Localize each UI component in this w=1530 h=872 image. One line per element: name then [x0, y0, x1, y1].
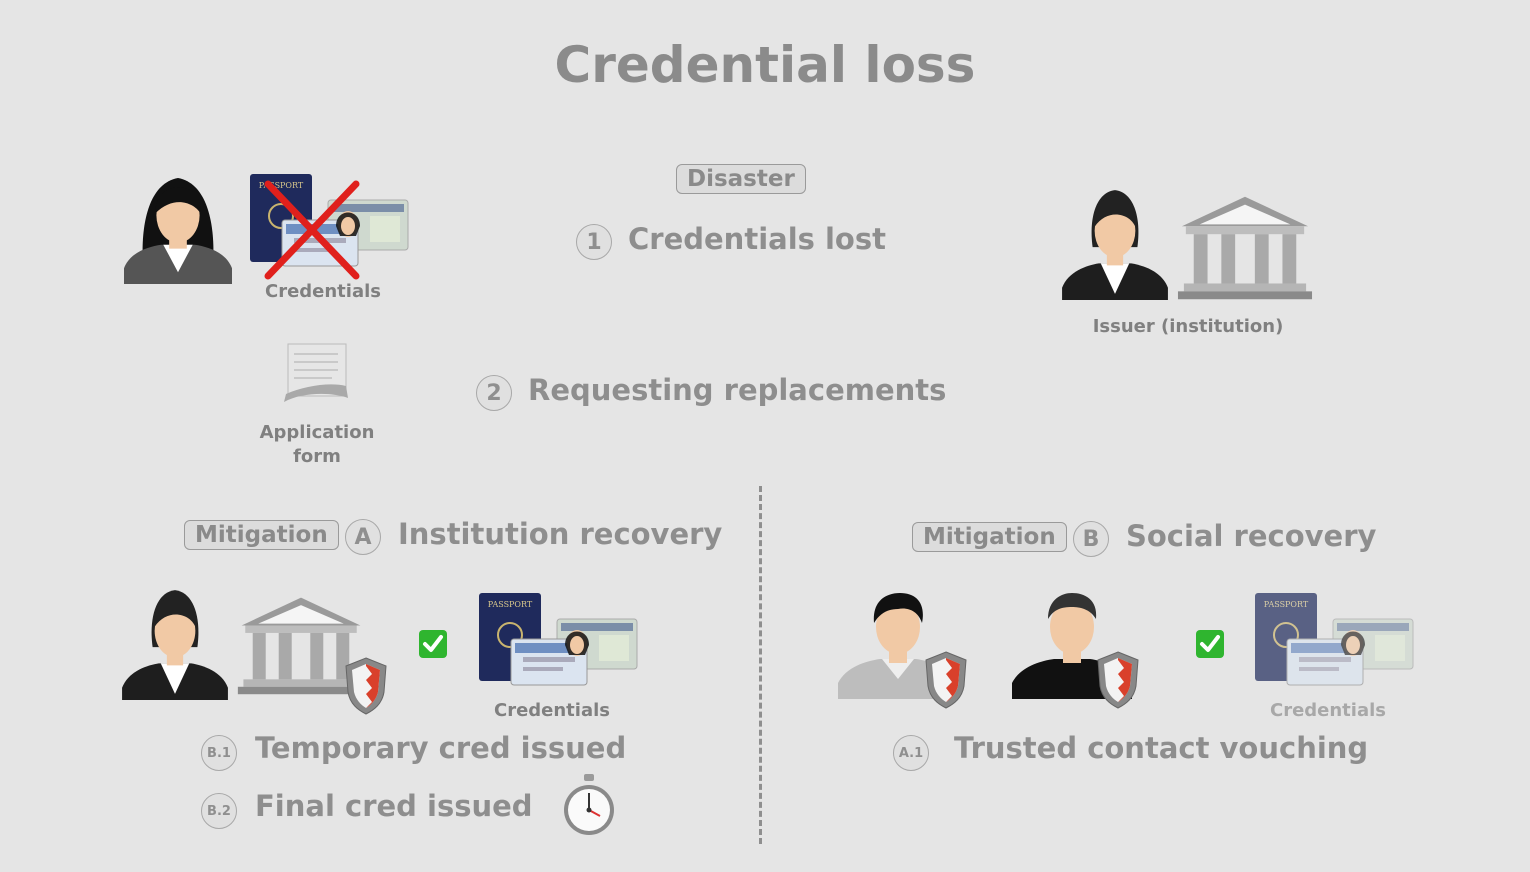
step-label-credentials-lost: Credentials lost: [628, 222, 886, 256]
bank-icon: [1176, 192, 1314, 302]
step-label-temporary-cred: Temporary cred issued: [255, 731, 627, 765]
step-marker-2: 2: [476, 375, 512, 411]
shield-icon-a: [344, 656, 388, 716]
step-marker-b2: B.2: [201, 793, 237, 829]
diagram-title: Credential loss: [554, 36, 976, 94]
application-caption-line2: form: [293, 446, 341, 467]
checkmark-icon-a: [419, 630, 447, 658]
credentials-icon-a: [479, 593, 639, 689]
mitigation-a-marker: A: [345, 519, 381, 555]
step-marker-a1: A.1: [893, 735, 929, 771]
mitigation-a-label: Institution recovery: [398, 517, 723, 551]
checkmark-icon-b: [1196, 630, 1224, 658]
user-woman-icon: [124, 172, 232, 286]
credentials-caption-a: Credentials: [493, 700, 610, 721]
step-label-trusted-contact: Trusted contact vouching: [954, 731, 1369, 765]
shield-icon-b2: [1096, 650, 1140, 710]
user-woman-icon-a: [122, 586, 228, 700]
step-label-requesting-replacements: Requesting replacements: [528, 373, 947, 407]
section-divider: [759, 486, 762, 844]
mitigation-b-label: Social recovery: [1126, 519, 1377, 553]
credentials-caption: Credentials: [264, 281, 381, 302]
shield-icon-b1: [924, 650, 968, 710]
mitigation-a-tag: Mitigation: [184, 520, 339, 550]
credentials-icon-b: [1255, 593, 1415, 689]
cross-icon: [264, 180, 360, 280]
step-marker-b1: B.1: [201, 735, 237, 771]
application-form-caption: Application form: [250, 421, 384, 469]
mitigation-b-marker: B: [1073, 521, 1109, 557]
mitigation-b-tag: Mitigation: [912, 522, 1067, 552]
issuer-person-icon: [1062, 186, 1168, 300]
application-form-icon: [284, 343, 348, 402]
step-marker-1: 1: [576, 224, 612, 260]
step-label-final-cred: Final cred issued: [255, 789, 533, 823]
issuer-caption: Issuer (institution): [1092, 316, 1284, 337]
credentials-caption-b: Credentials: [1269, 700, 1386, 721]
stopwatch-icon: [564, 774, 614, 835]
disaster-tag: Disaster: [676, 164, 806, 194]
application-caption-line1: Application: [259, 422, 375, 443]
